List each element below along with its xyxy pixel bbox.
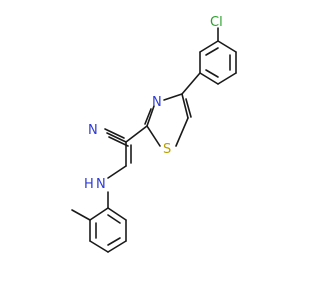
bond xyxy=(104,128,125,139)
bond xyxy=(163,93,183,101)
bond xyxy=(89,240,109,253)
thiazole-ring xyxy=(144,72,201,147)
bond xyxy=(107,240,127,253)
methylphenyl-ring xyxy=(71,191,127,253)
thiazole-nitrogen-label: N xyxy=(152,95,162,110)
bond xyxy=(205,47,219,56)
bond xyxy=(144,108,152,125)
acrylonitrile-chain xyxy=(104,125,148,179)
amine-nitrogen-label: N xyxy=(96,177,106,192)
bond xyxy=(125,125,148,143)
chlorine-label: Cl xyxy=(210,15,223,30)
bond xyxy=(199,40,219,53)
molecule-diagram: Cl N N S H N xyxy=(71,15,237,253)
bond xyxy=(107,237,121,246)
bond xyxy=(107,207,127,221)
thiazole-sulfur-label: S xyxy=(163,142,171,157)
bond xyxy=(185,98,192,118)
bond xyxy=(107,165,127,179)
bond xyxy=(217,40,237,53)
bond xyxy=(199,72,219,85)
chlorophenyl-ring xyxy=(199,27,237,85)
structure-canvas: Cl N N S H N xyxy=(71,15,237,253)
bond xyxy=(181,72,201,95)
bond xyxy=(146,125,161,147)
bond xyxy=(181,93,189,119)
bond xyxy=(175,117,189,147)
amine-hydrogen-label: H xyxy=(84,177,94,192)
bond xyxy=(107,214,121,224)
bond xyxy=(89,207,109,221)
bond xyxy=(217,72,237,85)
nitrile-nitrogen-label: N xyxy=(88,123,98,138)
bond xyxy=(146,105,155,127)
bond xyxy=(106,132,127,143)
bond xyxy=(108,136,129,147)
atom-labels: Cl N N S H N xyxy=(84,15,223,192)
bond xyxy=(205,69,219,78)
bond xyxy=(71,209,91,221)
